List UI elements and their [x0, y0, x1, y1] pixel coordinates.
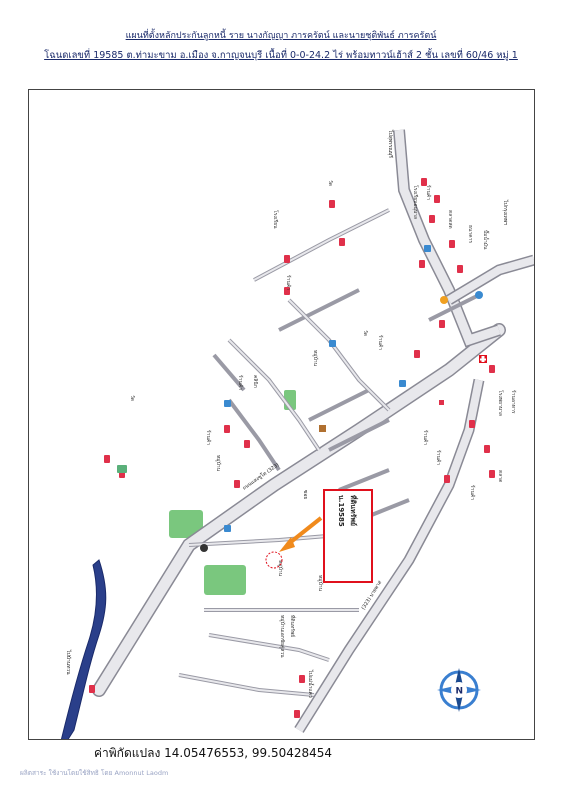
svg-text:วัด: วัด: [129, 395, 135, 401]
svg-text:ธนาคาร: ธนาคาร: [467, 225, 473, 243]
river: [60, 559, 107, 739]
landmark-icons: [89, 178, 495, 718]
svg-text:หมู่บ้าน: หมู่บ้าน: [215, 455, 222, 472]
svg-text:ร้านค้า: ร้านค้า: [469, 485, 476, 501]
green-area-2: [204, 565, 246, 595]
svg-text:ตลาดสด: ตลาดสด: [447, 210, 453, 229]
coordinates-text: ค่าพิกัดแปลง 14.05476553, 99.50428454: [94, 746, 333, 760]
east-road: [446, 254, 534, 305]
svg-text:ร้านค้า: ร้านค้า: [285, 275, 292, 291]
village-label-line2: หมู่บ้านเอกชัยคู่สวน: [279, 615, 286, 658]
property-box-line1: ที่ดินทรัพย์: [349, 495, 359, 526]
svg-text:ร้านค้า: ร้านค้า: [422, 430, 429, 446]
svg-text:โรงเรียน: โรงเรียน: [272, 210, 279, 229]
svg-text:หมู่บ้าน: หมู่บ้าน: [277, 560, 284, 577]
property-box-line2: น.19585: [337, 495, 345, 527]
location-map: โรงเรียนอนุบาล ร้านค้า ตลาดสด ธนาคาร ปั๊…: [28, 89, 535, 740]
svg-text:หมู่บ้าน: หมู่บ้าน: [312, 350, 319, 367]
svg-text:ร้านอาหาร: ร้านอาหาร: [510, 390, 517, 414]
svg-text:ร้านค้า: ร้านค้า: [425, 185, 432, 201]
svg-text:ร้านค้า: ร้านค้า: [205, 430, 212, 446]
svg-text:ซอย: ซอย: [302, 490, 308, 499]
footer-credit: ผลิตสาระ ใช้งานโดยใช้สิทธิ โดย Amonnut L…: [20, 769, 169, 777]
svg-text:ร้านค้า: ร้านค้า: [377, 335, 384, 351]
compass-north-letter: N: [456, 687, 464, 697]
property-location-circle: [265, 551, 283, 569]
bottom-left-road-label: ไปบ้านทวน: [65, 649, 72, 675]
svg-text:คลินิก: คลินิก: [252, 375, 259, 388]
document-header: แผนที่ตั้งหลักประกันลูกหนี้ ราย นางกัญญา…: [0, 0, 562, 80]
property-box: ที่ดินทรัพย์ น.19585: [323, 489, 373, 583]
village-label-line1: ที่ดินทรัพย์: [289, 615, 296, 637]
map-canvas: โรงเรียนอนุบาล ร้านค้า ตลาดสด ธนาคาร ปั๊…: [29, 90, 534, 739]
green-area-1: [169, 510, 203, 538]
property-arrow: [279, 516, 323, 552]
svg-text:โรงพยาบาล: โรงพยาบาล: [497, 390, 504, 416]
title-line-2: โฉนดเลขที่ 19585 ต.ท่ามะขาม อ.เมือง จ.กา…: [44, 50, 518, 61]
north-road-label: ไปสุพรรณบุรี: [387, 129, 394, 158]
svg-text:ร้านค้า: ร้านค้า: [237, 375, 244, 391]
svg-text:หมู่บ้าน: หมู่บ้าน: [317, 575, 324, 592]
svg-text:ตลาด: ตลาด: [497, 470, 503, 482]
bottom-road-label: ไปแม่น้ำแคว: [307, 669, 316, 698]
svg-text:วัด: วัด: [362, 330, 368, 336]
title-line-1: แผนที่ตั้งหลักประกันลูกหนี้ ราย นางกัญญา…: [125, 31, 437, 41]
main-road: [92, 323, 506, 697]
east-road-label: ไปกรุงเทพฯ: [502, 199, 509, 225]
compass-icon: N: [437, 668, 481, 712]
svg-text:ร้านค้า: ร้านค้า: [435, 450, 442, 466]
svg-text:ปั๊มน้ำมัน: ปั๊มน้ำมัน: [482, 230, 491, 250]
svg-text:วัด: วัด: [327, 180, 333, 186]
svg-text:โรงเรียนอนุบาล: โรงเรียนอนุบาล: [412, 185, 419, 219]
north-road: [393, 129, 501, 348]
service-icons: [117, 245, 487, 552]
